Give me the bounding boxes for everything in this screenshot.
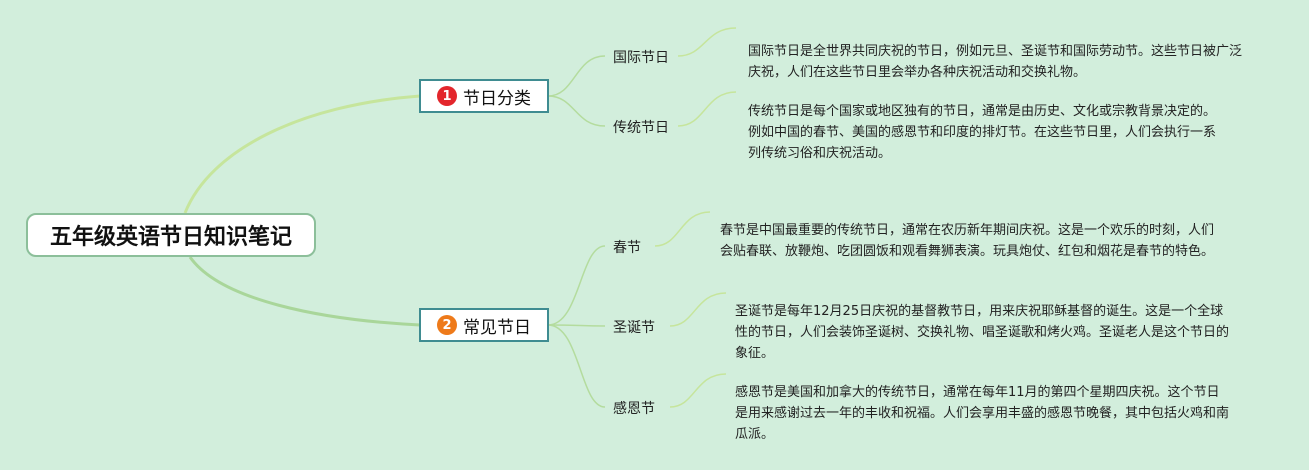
link-root-branch-2	[188, 256, 421, 327]
link-topic-3-desc	[654, 211, 711, 247]
topic-node-spring-festival[interactable]: 春节	[613, 237, 641, 257]
topic-node-thanksgiving[interactable]: 感恩节	[613, 398, 655, 418]
topic-label: 圣诞节	[613, 320, 655, 336]
link-branch-2-topic-1	[547, 245, 606, 326]
branch-node-categories[interactable]: 1 节日分类	[419, 79, 549, 113]
link-topic-1-desc	[677, 27, 737, 57]
branch-node-common-festivals[interactable]: 2 常见节日	[419, 308, 549, 342]
topic-label: 感恩节	[613, 401, 655, 417]
number-badge-icon: 1	[437, 86, 457, 106]
link-branch-2-topic-2	[547, 324, 606, 327]
topic-node-traditional[interactable]: 传统节日	[613, 117, 669, 137]
number-badge-icon: 2	[437, 315, 457, 335]
link-root-branch-1	[183, 94, 421, 214]
topic-description-thanksgiving: 感恩节是美国和加拿大的传统节日，通常在每年11月的第四个星期四庆祝。这个节日是用…	[735, 385, 1230, 442]
topic-node-christmas[interactable]: 圣诞节	[613, 317, 655, 337]
topic-description-traditional: 传统节日是每个国家或地区独有的节日，通常是由历史、文化或宗教背景决定的。例如中国…	[748, 104, 1217, 161]
topic-label: 春节	[613, 240, 641, 256]
topic-node-international[interactable]: 国际节日	[613, 47, 669, 67]
link-branch-1-topic-2	[547, 95, 606, 127]
topic-description-christmas: 圣诞节是每年12月25日庆祝的基督教节日，用来庆祝耶稣基督的诞生。这是一个全球性…	[735, 304, 1230, 361]
topic-description-international: 国际节日是全世界共同庆祝的节日，例如元旦、圣诞节和国际劳动节。这些节日被广泛庆祝…	[748, 44, 1243, 80]
topic-label: 国际节日	[613, 50, 669, 66]
branch-label: 节日分类	[463, 88, 531, 109]
root-title: 五年级英语节日知识笔记	[49, 225, 292, 250]
root-node[interactable]: 五年级英语节日知识笔记	[26, 213, 316, 257]
topic-label: 传统节日	[613, 120, 669, 136]
topic-description-spring-festival: 春节是中国最重要的传统节日，通常在农历新年期间庆祝。这是一个欢乐的时刻，人们会贴…	[720, 223, 1215, 259]
link-topic-5-desc	[669, 373, 727, 408]
link-topic-4-desc	[669, 292, 727, 327]
link-topic-2-desc	[677, 91, 737, 127]
branch-label: 常见节日	[463, 317, 531, 338]
link-branch-1-topic-1	[547, 55, 606, 97]
link-branch-2-topic-3	[547, 324, 606, 408]
